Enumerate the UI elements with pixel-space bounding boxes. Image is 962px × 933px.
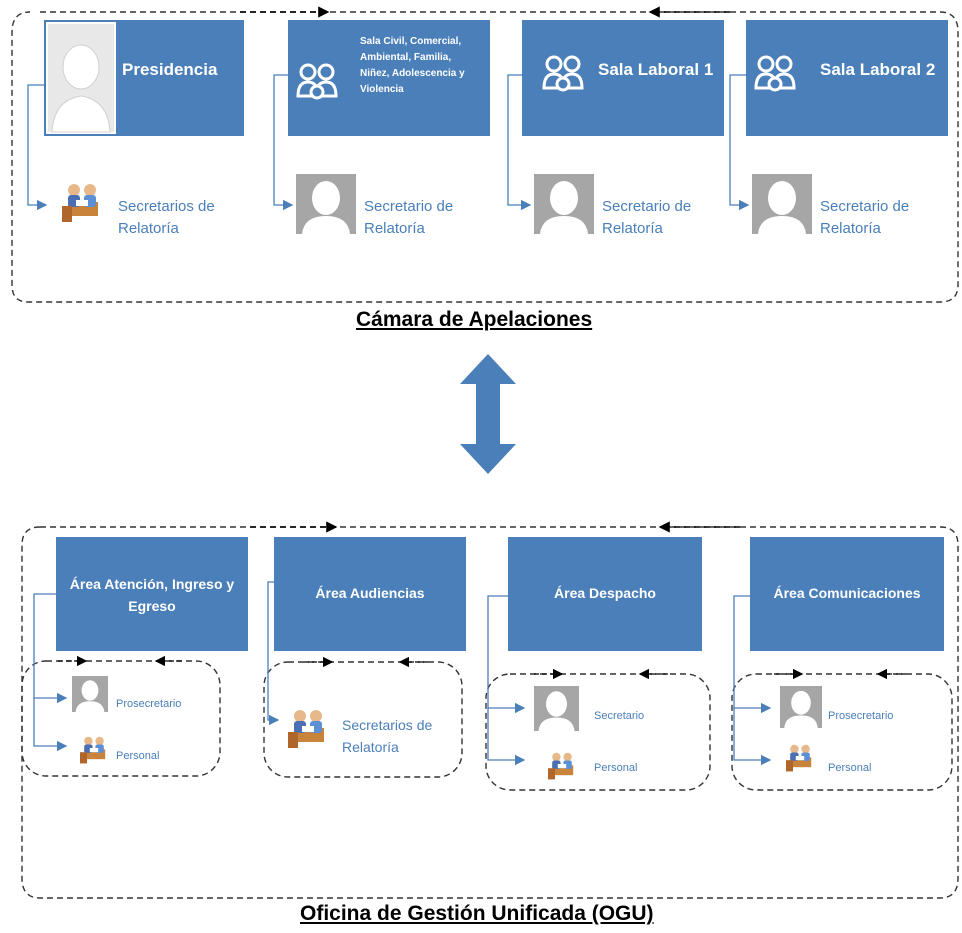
- person-silhouette-icon: [780, 686, 822, 728]
- person-silhouette-icon: [534, 686, 579, 731]
- item-label: Prosecretario: [116, 698, 182, 710]
- item-label: Personal: [116, 750, 160, 762]
- item-label: Prosecretario: [828, 710, 894, 722]
- area-comunicaciones: Área Comunicaciones: [750, 537, 944, 651]
- meeting-people-icon: [786, 744, 812, 772]
- double-arrow-icon: [460, 354, 516, 474]
- two-people-icon: [296, 63, 338, 100]
- unit-sala-laboral-1: Sala Laboral 1: [522, 20, 724, 136]
- two-people-icon: [754, 55, 796, 92]
- person-silhouette-icon: [46, 22, 116, 134]
- area-label: Área Comunicaciones: [773, 585, 921, 601]
- area-label: Área Audiencias: [315, 585, 425, 601]
- meeting-people-icon: [288, 710, 324, 748]
- area-despacho: Área Despacho: [508, 537, 702, 651]
- item-label: Secretario: [594, 710, 645, 722]
- area-label: Área Despacho: [554, 585, 656, 601]
- person-silhouette-icon: [296, 174, 356, 234]
- meeting-people-icon: [62, 184, 98, 222]
- camara-frame: [11, 11, 959, 303]
- ogu-frame: [21, 526, 959, 899]
- unit-sala-civil: Sala Civil, Comercial, Ambiental, Famili…: [288, 20, 490, 136]
- ogu-title: Oficina de Gestión Unificada (OGU): [300, 902, 654, 925]
- camara-title: Cámara de Apelaciones: [356, 308, 593, 331]
- camara-connectors: [27, 74, 750, 211]
- unit-label: Presidencia: [122, 60, 218, 79]
- unit-label: Sala Civil, Comercial, Ambiental, Famili…: [360, 36, 465, 95]
- unit-label: Sala Laboral 1: [598, 60, 714, 79]
- area-audiencias: Área Audiencias: [274, 537, 466, 651]
- item-label: Personal: [828, 762, 872, 774]
- person-silhouette-icon: [534, 174, 594, 234]
- person-silhouette-icon: [752, 174, 812, 234]
- unit-label: Sala Laboral 2: [820, 60, 936, 79]
- ogu-connectors: [33, 581, 772, 766]
- item-label: Personal: [594, 762, 638, 774]
- person-silhouette-icon: [72, 676, 108, 712]
- meeting-people-icon: [80, 736, 106, 764]
- ogu-group-4: [731, 673, 953, 791]
- unit-sala-laboral-2: Sala Laboral 2: [746, 20, 948, 136]
- meeting-people-icon: [548, 752, 574, 780]
- ogu-group-2: [263, 661, 463, 778]
- two-people-icon: [542, 55, 584, 92]
- ogu-group-1: [21, 660, 221, 777]
- unit-presidencia: Presidencia: [44, 20, 244, 136]
